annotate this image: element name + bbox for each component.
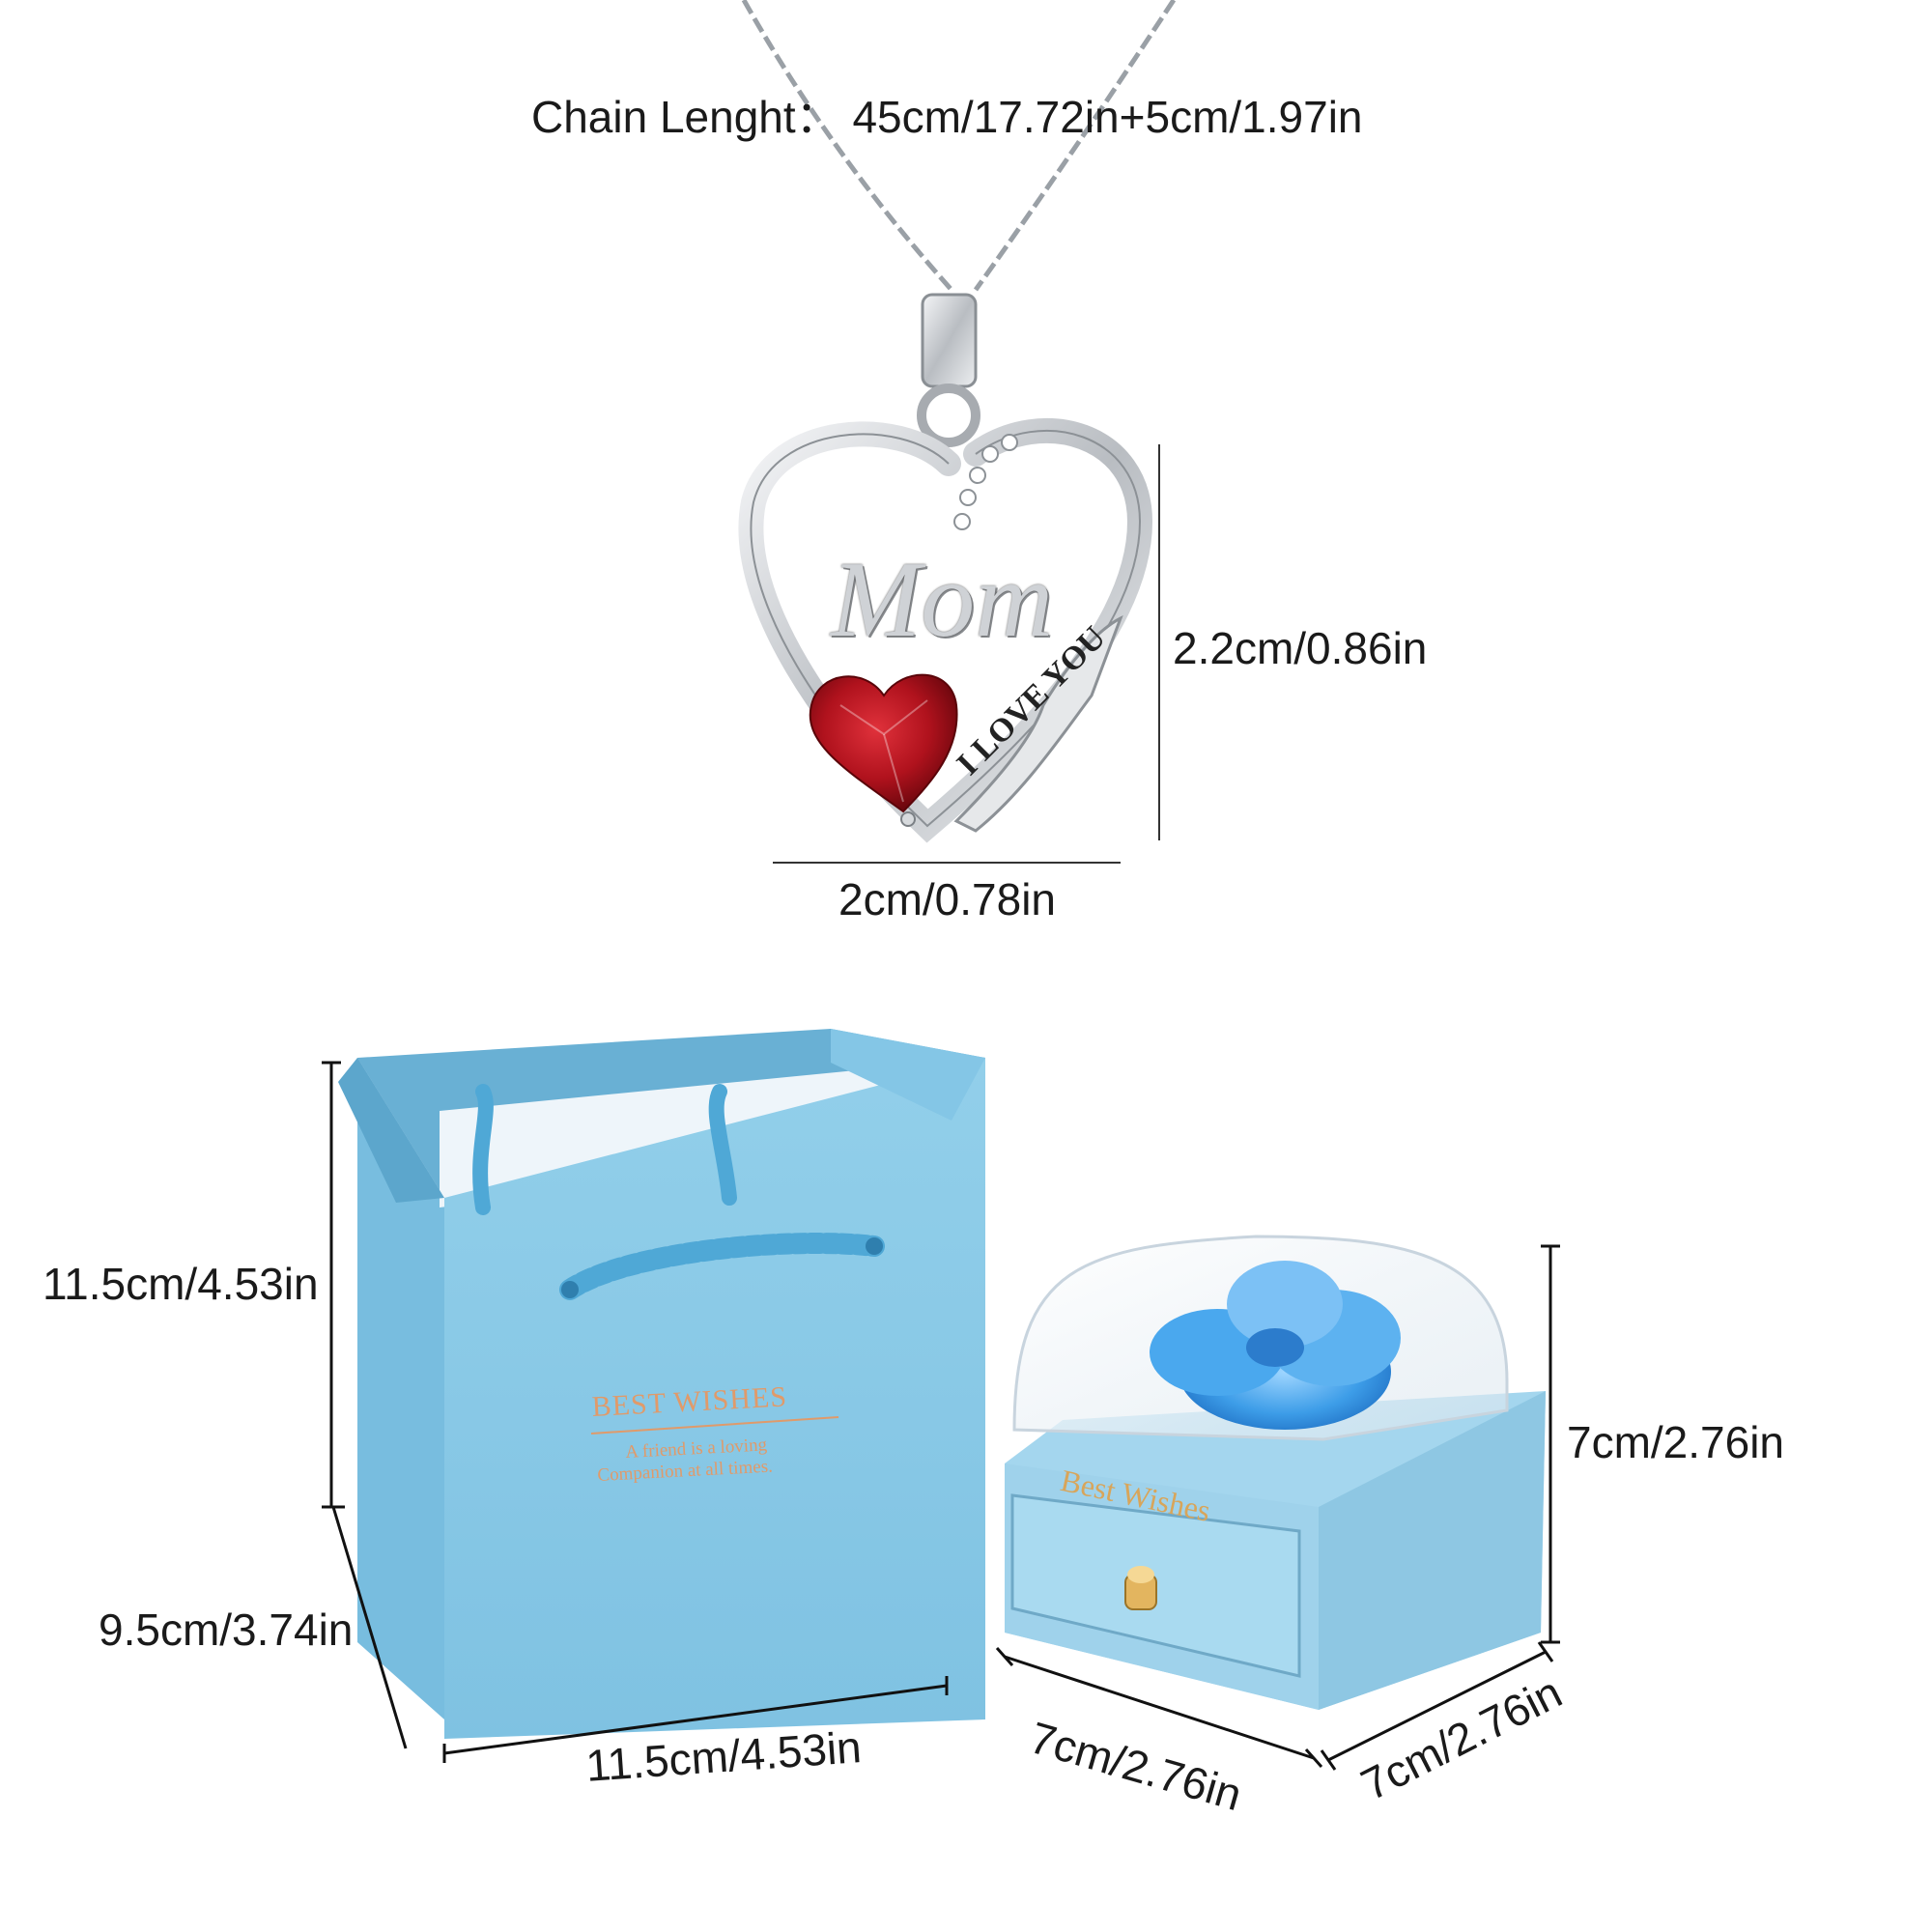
box-width-dimension-line [1004, 1655, 1315, 1760]
bag-back-handle [472, 1084, 737, 1215]
bag-depth-dimension-line [331, 1506, 408, 1749]
box-height-label: 7cm/2.76in [1567, 1417, 1785, 1467]
crystal-accents [953, 434, 1018, 530]
box-depth-dimension-line [1327, 1650, 1547, 1762]
bag-height-label: 11.5cm/4.53in [43, 1259, 319, 1309]
pendant-mom-script: Mom [831, 540, 1054, 660]
ruby-heart-stone [809, 673, 958, 813]
pendant-ribbon [953, 614, 1123, 833]
gift-bag [338, 1029, 985, 1739]
chain-length-label: Chain Lenght： 45cm/17.72in+5cm/1.97in [531, 92, 1363, 142]
pendant-bail [921, 293, 978, 388]
bag-width-dimension-line [443, 1684, 948, 1755]
bag-depth-label: 9.5cm/3.74in [99, 1605, 354, 1655]
gift-box [1005, 1235, 1546, 1710]
necklace-chain [741, 0, 1177, 292]
pendant-height-label: 2.2cm/0.86in [1173, 623, 1428, 673]
pendant-width-label: 2cm/0.78in [838, 874, 1057, 924]
bag-front-handle [559, 1233, 885, 1300]
blue-rose [1150, 1261, 1401, 1430]
